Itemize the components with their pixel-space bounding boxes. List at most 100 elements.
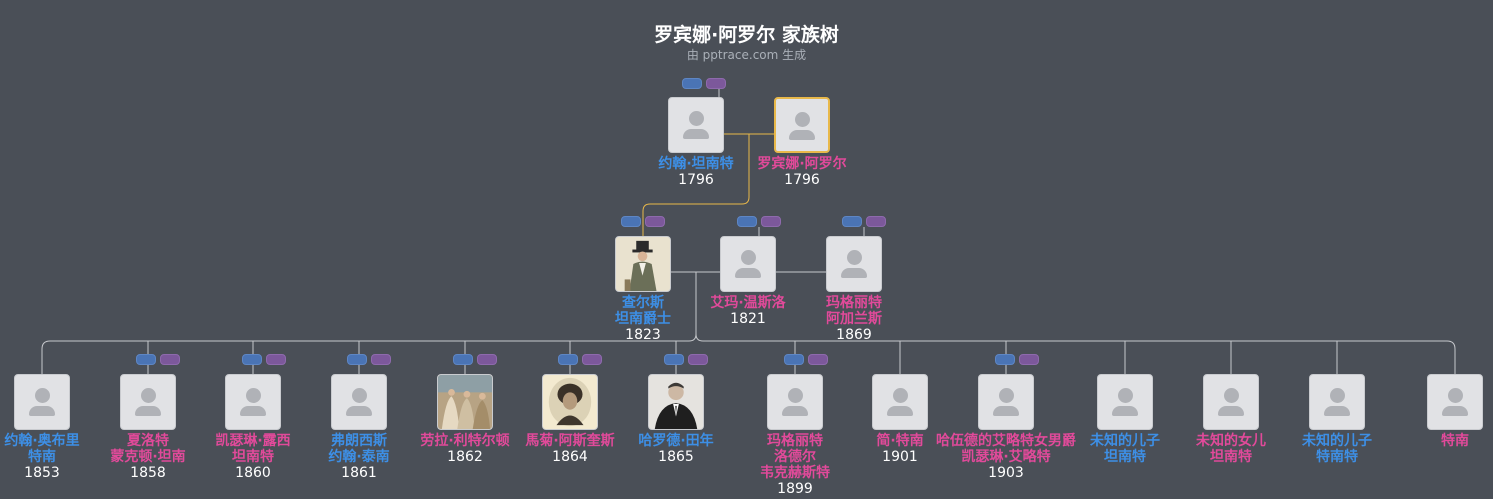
person-placeholder-icon[interactable] xyxy=(1309,374,1365,430)
tree-subtitle: 由 pptrace.com 生成 xyxy=(686,48,807,62)
person-placeholder-icon[interactable] xyxy=(668,97,724,153)
father-toggle-icon[interactable] xyxy=(995,354,1015,365)
birth-year: 1861 xyxy=(341,465,377,481)
person-name[interactable]: 玛格丽特 xyxy=(767,433,823,449)
father-toggle-icon[interactable] xyxy=(621,216,641,227)
father-toggle-icon[interactable] xyxy=(664,354,684,365)
person-placeholder-icon[interactable] xyxy=(774,97,830,153)
father-toggle-icon[interactable] xyxy=(347,354,367,365)
person-placeholder-icon[interactable] xyxy=(1203,374,1259,430)
person-label: 特南 xyxy=(1375,433,1493,449)
birth-year: 1796 xyxy=(784,172,820,188)
silhouette-head-icon xyxy=(998,388,1014,403)
silhouette-body-icon xyxy=(240,406,266,416)
person-name[interactable]: 坦南特 xyxy=(232,449,274,465)
father-toggle-icon[interactable] xyxy=(558,354,578,365)
person-name[interactable]: 哈罗德·田年 xyxy=(638,433,714,449)
silhouette-body-icon xyxy=(1112,406,1138,416)
mother-toggle-icon[interactable] xyxy=(477,354,497,365)
person-photo[interactable] xyxy=(648,374,704,430)
mother-toggle-icon[interactable] xyxy=(1019,354,1039,365)
person-name[interactable]: 坦南特 xyxy=(1210,449,1252,465)
mother-toggle-icon[interactable] xyxy=(645,216,665,227)
father-toggle-icon[interactable] xyxy=(842,216,862,227)
person-placeholder-icon[interactable] xyxy=(225,374,281,430)
person-name[interactable]: 约翰·坦南特 xyxy=(658,156,734,172)
person-name[interactable]: 凯瑟琳·露西 xyxy=(215,433,291,449)
person-name[interactable]: 特南 xyxy=(28,449,56,465)
person-placeholder-icon[interactable] xyxy=(1097,374,1153,430)
mother-toggle-icon[interactable] xyxy=(582,354,602,365)
mother-toggle-icon[interactable] xyxy=(371,354,391,365)
person-name[interactable]: 凯瑟琳·艾略特 xyxy=(961,449,1051,465)
father-toggle-icon[interactable] xyxy=(242,354,262,365)
mother-toggle-icon[interactable] xyxy=(160,354,180,365)
person-label: 未知的儿子特南特 xyxy=(1257,433,1417,465)
person-name[interactable]: 坦南爵士 xyxy=(615,311,671,327)
mother-toggle-icon[interactable] xyxy=(866,216,886,227)
mother-toggle-icon[interactable] xyxy=(808,354,828,365)
person-name[interactable]: 洛德尔 xyxy=(774,449,816,465)
person-name[interactable]: 未知的儿子 xyxy=(1302,433,1372,449)
father-toggle-icon[interactable] xyxy=(737,216,757,227)
person-placeholder-icon[interactable] xyxy=(767,374,823,430)
mother-toggle-icon[interactable] xyxy=(688,354,708,365)
mother-toggle-icon[interactable] xyxy=(706,78,726,89)
person-name[interactable]: 艾玛·温斯洛 xyxy=(710,295,786,311)
person-name[interactable]: 罗宾娜·阿罗尔 xyxy=(757,156,847,172)
person-name[interactable]: 韦克赫斯特 xyxy=(760,465,830,481)
silhouette-body-icon xyxy=(735,268,761,278)
silhouette-head-icon xyxy=(351,388,367,403)
mother-toggle-icon[interactable] xyxy=(761,216,781,227)
silhouette-head-icon xyxy=(1117,388,1133,403)
person-name[interactable]: 未知的儿子 xyxy=(1090,433,1160,449)
person-name[interactable]: 劳拉·利特尔顿 xyxy=(420,433,510,449)
person-name[interactable]: 坦南特 xyxy=(1104,449,1146,465)
person-name[interactable]: 玛格丽特 xyxy=(826,295,882,311)
birth-year: 1869 xyxy=(836,327,872,343)
person-name[interactable]: 约翰·奥布里 xyxy=(4,433,80,449)
silhouette-head-icon xyxy=(688,111,704,126)
birth-year: 1903 xyxy=(988,465,1024,481)
person-placeholder-icon[interactable] xyxy=(14,374,70,430)
person-name[interactable]: 查尔斯 xyxy=(622,295,664,311)
person-name[interactable]: 蒙克顿·坦南 xyxy=(110,449,186,465)
person-name[interactable]: 哈伍德的艾略特女男爵 xyxy=(936,433,1076,449)
birth-year: 1899 xyxy=(777,481,813,497)
person-name[interactable]: 馬菊·阿斯奎斯 xyxy=(525,433,615,449)
mother-toggle-icon[interactable] xyxy=(266,354,286,365)
person-name[interactable]: 特南 xyxy=(1441,433,1469,449)
father-toggle-icon[interactable] xyxy=(453,354,473,365)
person-placeholder-icon[interactable] xyxy=(978,374,1034,430)
person-placeholder-icon[interactable] xyxy=(120,374,176,430)
father-toggle-icon[interactable] xyxy=(784,354,804,365)
person-photo[interactable] xyxy=(542,374,598,430)
person-placeholder-icon[interactable] xyxy=(826,236,882,292)
person-placeholder-icon[interactable] xyxy=(872,374,928,430)
father-toggle-icon[interactable] xyxy=(136,354,156,365)
person-placeholder-icon[interactable] xyxy=(1427,374,1483,430)
person-placeholder-icon[interactable] xyxy=(331,374,387,430)
person-photo[interactable] xyxy=(615,236,671,292)
person-name[interactable]: 简·特南 xyxy=(876,433,924,449)
person-name[interactable]: 弗朗西斯 xyxy=(331,433,387,449)
father-toggle-icon[interactable] xyxy=(682,78,702,89)
person-name[interactable]: 夏洛特 xyxy=(127,433,169,449)
person-photo[interactable] xyxy=(437,374,493,430)
person-name[interactable]: 未知的女儿 xyxy=(1196,433,1266,449)
silhouette-head-icon xyxy=(846,250,862,265)
person-name[interactable]: 阿加兰斯 xyxy=(826,311,882,327)
birth-year: 1864 xyxy=(552,449,588,465)
person-name[interactable]: 约翰·泰南 xyxy=(328,449,390,465)
silhouette-head-icon xyxy=(740,250,756,265)
person-name[interactable]: 特南特 xyxy=(1316,449,1358,465)
person-placeholder-icon[interactable] xyxy=(720,236,776,292)
